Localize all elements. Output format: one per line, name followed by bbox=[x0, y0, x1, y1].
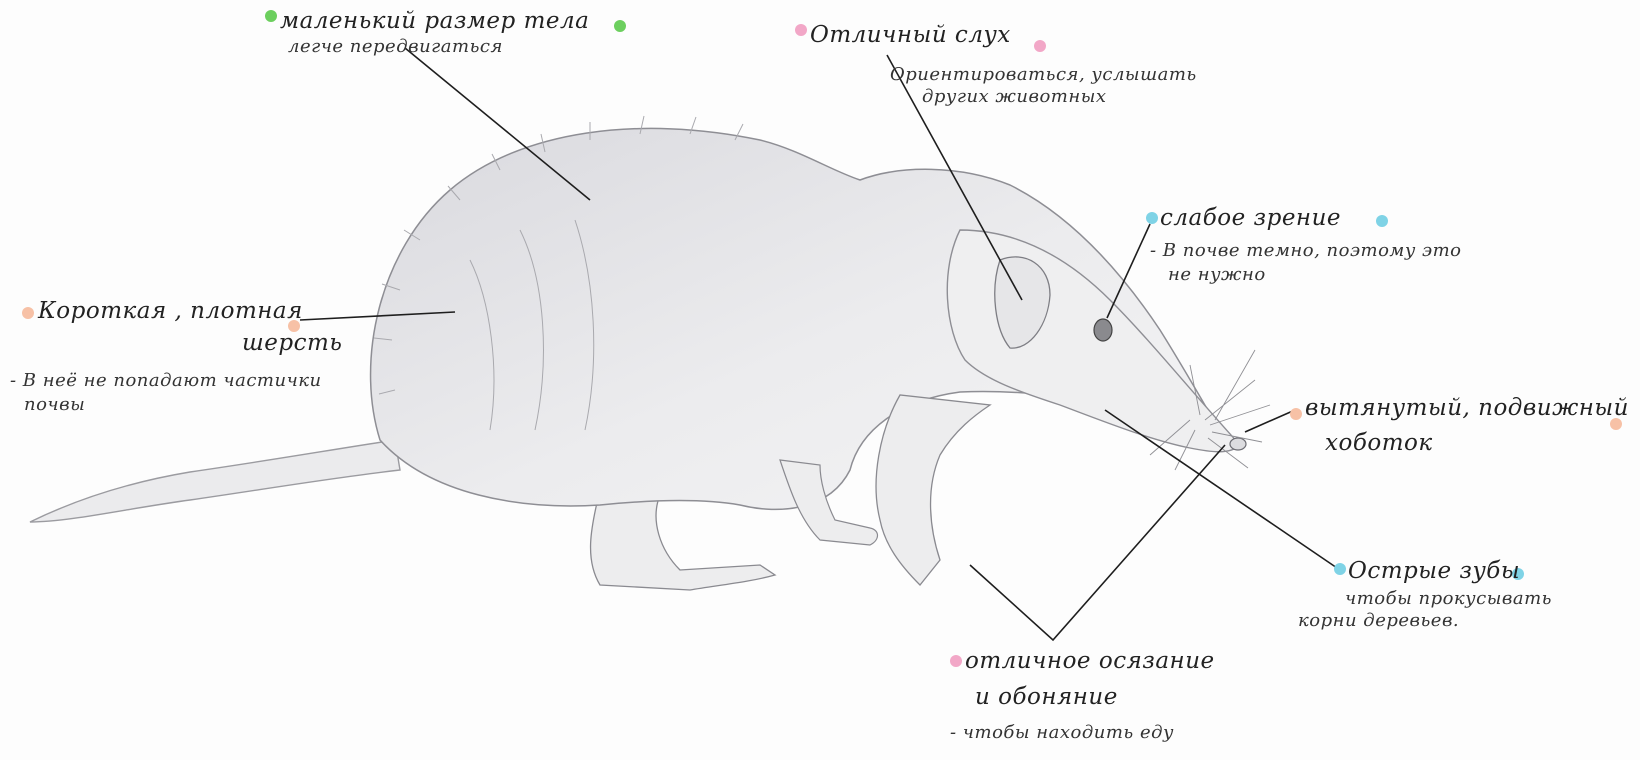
label-fur-title-2: шерсть bbox=[242, 330, 342, 356]
label-snout-title-1: вытянутый, подвижный bbox=[1305, 395, 1629, 421]
label-teeth-note-1: чтобы прокусывать bbox=[1345, 588, 1552, 610]
marker-dot-pink bbox=[1034, 40, 1046, 52]
label-fur-note-1: - В неё не попадают частички bbox=[10, 370, 322, 392]
marker-dot-pink bbox=[795, 24, 807, 36]
label-teeth-note-2: корни деревьев. bbox=[1298, 610, 1459, 632]
marker-dot-cyan bbox=[1334, 563, 1346, 575]
label-fur-note-2: почвы bbox=[24, 394, 85, 416]
marker-dot-cyan bbox=[1376, 215, 1388, 227]
label-snout-title-2: хоботок bbox=[1325, 430, 1433, 456]
label-small-body-title: маленький размер тела bbox=[280, 8, 589, 34]
label-hearing-note-1: Ориентироваться, услышать bbox=[890, 64, 1197, 86]
label-vision-note-2: не нужно bbox=[1168, 264, 1266, 286]
shrew-eye bbox=[1094, 319, 1112, 341]
label-fur-title-1: Короткая , плотная bbox=[38, 298, 303, 324]
shrew-tail bbox=[30, 440, 400, 522]
pointer-snout bbox=[1245, 410, 1295, 432]
label-small-body-note: легче передвигаться bbox=[288, 36, 503, 58]
marker-dot-pink bbox=[950, 655, 962, 667]
pointer-smell bbox=[970, 445, 1225, 640]
label-smell-title-2: и обоняние bbox=[975, 684, 1118, 710]
marker-dot-green bbox=[614, 20, 626, 32]
marker-dot-peach bbox=[1290, 408, 1302, 420]
label-hearing-title: Отличный слух bbox=[810, 22, 1011, 48]
label-hearing-note-2: других животных bbox=[922, 86, 1107, 108]
shrew-nose bbox=[1230, 438, 1246, 450]
marker-dot-green bbox=[265, 10, 277, 22]
label-vision-note-1: - В почве темно, поэтому это bbox=[1150, 240, 1462, 262]
shrew-front-leg bbox=[876, 395, 990, 585]
label-teeth-title: Острые зубы bbox=[1348, 558, 1520, 584]
label-vision-title: слабое зрение bbox=[1160, 205, 1341, 231]
label-smell-note: - чтобы находить еду bbox=[950, 722, 1174, 744]
marker-dot-cyan bbox=[1146, 212, 1158, 224]
marker-dot-peach bbox=[22, 307, 34, 319]
label-smell-title-1: отличное осязание bbox=[965, 648, 1215, 674]
